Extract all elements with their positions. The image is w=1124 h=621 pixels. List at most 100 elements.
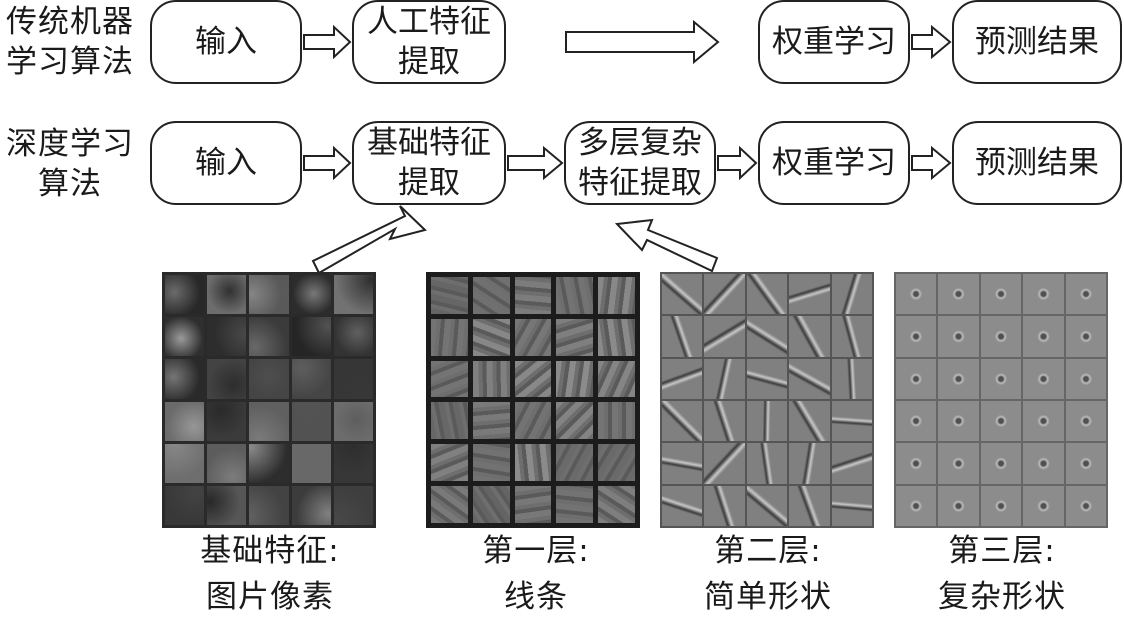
feature-map-cell	[1023, 316, 1064, 357]
feature-map-cell	[896, 274, 937, 315]
feature-map-cell	[333, 443, 373, 483]
feature-map-cell	[249, 401, 289, 441]
feature-map-cell	[598, 318, 635, 356]
feature-map-cell	[472, 318, 510, 356]
feature-map-cell	[165, 485, 205, 525]
arrow-right-icon	[507, 145, 564, 181]
feature-map-cell	[514, 277, 552, 314]
arrow-diagonal-up-right-icon	[311, 205, 427, 275]
feature-map-cell	[831, 443, 872, 484]
traditional-predict-label: 预测结果	[975, 24, 1099, 60]
feature-map-cell	[207, 443, 247, 483]
feature-map-cell	[291, 317, 331, 357]
traditional-weight-label: 权重学习	[772, 24, 896, 60]
feature-map-cell	[291, 359, 331, 399]
feature-map-cell	[249, 485, 289, 525]
feature-map-cell	[431, 402, 468, 440]
basic-feature-box: 基础特征 提取	[352, 121, 506, 205]
feature-map-cell	[291, 485, 331, 525]
feature-map-cell	[556, 277, 594, 314]
feature-map-cell	[556, 444, 594, 482]
caption-layer3-line2: 复杂形状	[938, 579, 1066, 615]
caption-layer2-line1: 第二层:	[714, 533, 822, 569]
arrow-diagonal-up-left-icon	[614, 218, 719, 273]
deep-input-box: 输入	[150, 121, 302, 205]
feature-map-cell	[938, 358, 979, 399]
deep-weight-label: 权重学习	[772, 145, 896, 181]
feature-map-cell	[333, 317, 373, 357]
feature-map-cell	[1065, 443, 1106, 484]
feature-map-cell	[980, 274, 1022, 315]
feature-map-cell	[896, 443, 937, 484]
feature-map-cell	[831, 316, 872, 357]
feature-map-cell	[291, 443, 331, 483]
deep-learning-label: 深度学习 算法	[0, 124, 140, 204]
traditional-input-box: 输入	[150, 0, 302, 84]
caption-layer1-line2: 线条	[504, 579, 568, 615]
traditional-input-label: 输入	[195, 24, 257, 60]
feature-map-cell	[333, 359, 373, 399]
feature-map-cell	[514, 318, 552, 356]
arrow-right-icon	[303, 24, 352, 60]
feature-map-cell	[165, 317, 205, 357]
feature-map-cell	[1023, 485, 1064, 526]
feature-map-cell	[896, 358, 937, 399]
caption-layer1-line1: 第一层:	[482, 533, 590, 569]
feature-map-cell	[896, 485, 937, 526]
caption-layer2: 第二层: 简单形状	[648, 528, 888, 620]
feature-map-cell	[431, 318, 468, 356]
feature-map-cell	[789, 274, 830, 315]
feature-map-cell	[704, 274, 745, 315]
feature-map-cell	[207, 275, 247, 315]
feature-map-cell	[1023, 358, 1064, 399]
feature-map-cell	[514, 402, 552, 440]
feature-map-cell	[556, 318, 594, 356]
caption-layer2-line2: 简单形状	[704, 579, 832, 615]
feature-map-cell	[431, 444, 468, 482]
arrow-right-icon	[911, 24, 952, 60]
feature-map-cell	[789, 485, 830, 526]
traditional-predict-box: 预测结果	[952, 0, 1122, 84]
multilayer-feature-label-line1: 多层复杂	[578, 125, 702, 161]
feature-map-cell	[746, 485, 788, 526]
feature-map-cell	[1065, 485, 1106, 526]
feature-map-cell	[831, 485, 872, 526]
feature-map-cell	[514, 444, 552, 482]
feature-map-cell	[704, 400, 745, 442]
feature-map-cell	[249, 317, 289, 357]
feature-map-cell	[789, 400, 830, 442]
feature-map-cell	[556, 402, 594, 440]
arrow-right-icon	[717, 145, 758, 181]
feature-map-cell	[704, 443, 745, 484]
feature-map-cell	[472, 277, 510, 314]
feature-map-cell	[207, 401, 247, 441]
deep-input-label: 输入	[195, 145, 257, 181]
feature-map-cell	[598, 402, 635, 440]
feature-map-cell	[431, 277, 468, 314]
feature-map-cell	[556, 486, 594, 523]
arrow-right-icon	[565, 19, 720, 65]
feature-map-cell	[431, 486, 468, 523]
layer1-filter-grid	[426, 272, 640, 528]
feature-map-cell	[472, 486, 510, 523]
caption-pixels: 基础特征: 图片像素	[150, 528, 390, 620]
arrow-right-icon	[303, 145, 352, 181]
feature-map-cell	[789, 443, 830, 484]
feature-map-cell	[207, 317, 247, 357]
feature-map-cell	[789, 358, 830, 399]
feature-map-cell	[291, 401, 331, 441]
feature-map-cell	[704, 358, 745, 399]
feature-map-cell	[472, 402, 510, 440]
feature-map-cell	[831, 358, 872, 399]
feature-map-cell	[249, 443, 289, 483]
feature-map-cell	[1065, 400, 1106, 442]
feature-map-cell	[291, 275, 331, 315]
feature-map-cell	[556, 360, 594, 398]
feature-map-cell	[662, 358, 703, 399]
feature-map-cell	[662, 443, 703, 484]
multilayer-feature-box: 多层复杂 特征提取	[564, 121, 716, 205]
feature-map-cell	[746, 400, 788, 442]
feature-map-cell	[938, 316, 979, 357]
arrow-right-icon	[911, 145, 952, 181]
feature-map-cell	[789, 316, 830, 357]
